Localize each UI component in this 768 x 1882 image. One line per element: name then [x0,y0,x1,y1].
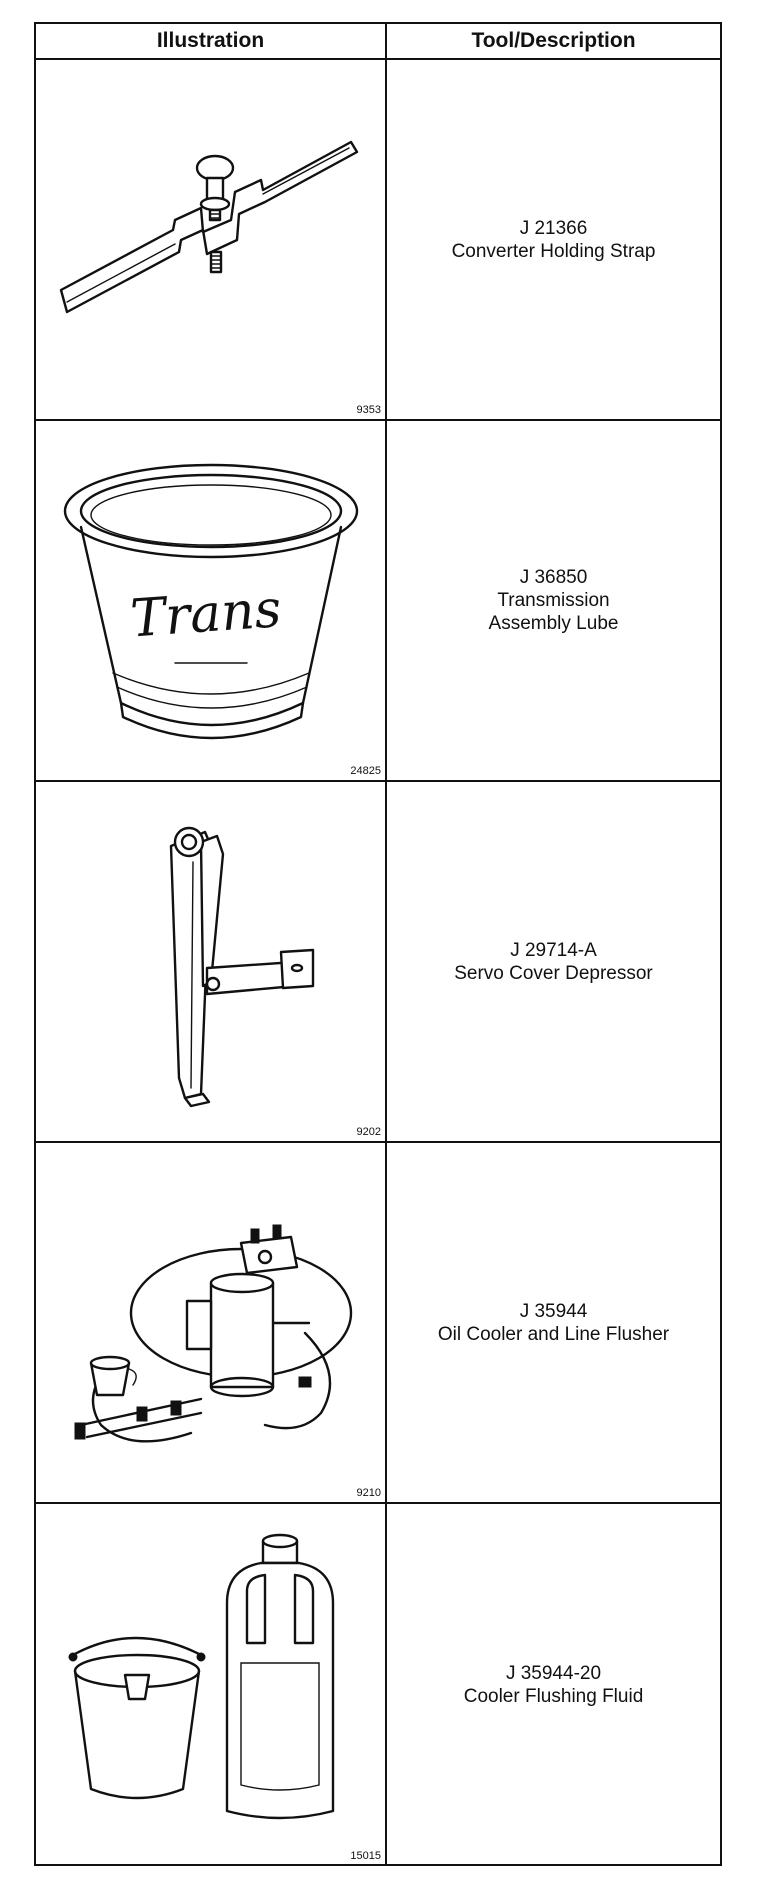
illustration-cell: 9353 [36,60,387,419]
table-row: 15015 J 35944-20 Cooler Flushing Fluid [36,1504,720,1865]
tool-description: Oil Cooler and Line Flusher [437,1323,670,1345]
table-row: 9353 J 21366 Converter Holding Strap [36,60,720,421]
illustration-cell: 9202 [36,782,387,1141]
tool-description-cell: J 35944 Oil Cooler and Line Flusher [387,1143,720,1502]
tool-description: Servo Cover Depressor [454,962,653,984]
tool-description: Cooler Flushing Fluid [463,1685,644,1707]
assembly-lube-tub-illustration: Trans [63,463,358,739]
tool-part-number: J 29714-A [510,939,597,961]
servo-cover-depressor-illustration [169,826,314,1107]
oil-cooler-line-flusher-illustration [74,1224,352,1443]
figure-reference-number: 15015 [350,1850,381,1862]
table-row: Trans 24825 J 36850 Transmission Assembl… [36,421,720,782]
illustration-column-header: Illustration [36,24,387,58]
illustration-cell: 9210 [36,1143,387,1502]
tool-description-line-2: Assembly Lube [488,613,619,634]
tool-part-number: J 35944-20 [505,1662,602,1684]
tool-description-cell: J 21366 Converter Holding Strap [387,60,720,419]
tool-description: Converter Holding Strap [451,240,656,262]
tool-description-column-header: Tool/Description [471,29,636,52]
tub-label-text: Trans [128,579,283,649]
converter-holding-strap-illustration [59,140,358,313]
tool-description-cell: J 36850 Transmission Assembly Lube [387,421,720,780]
illustration-cell: Trans 24825 [36,421,387,780]
table-row: 9210 J 35944 Oil Cooler and Line Flusher [36,1143,720,1504]
cooler-flushing-fluid-illustration [68,1533,334,1819]
figure-reference-number: 9202 [356,1126,381,1138]
tool-description-line-1: Transmission [497,590,610,611]
tool-part-number: J 35944 [519,1300,588,1322]
figure-reference-number: 24825 [350,765,381,777]
tool-part-number: J 21366 [519,217,588,239]
table-row: 9202 J 29714-A Servo Cover Depressor [36,782,720,1143]
figure-reference-number: 9210 [356,1487,381,1499]
figure-reference-number: 9353 [356,404,381,416]
tool-description-cell: J 35944-20 Cooler Flushing Fluid [387,1504,720,1865]
tool-description-cell: J 29714-A Servo Cover Depressor [387,782,720,1141]
tool-part-number: J 36850 [519,567,588,588]
table-header: Illustration Tool/Description [36,24,720,60]
illustration-cell: 15015 [36,1504,387,1865]
special-tools-table: Illustration Tool/Description 9353 J 213… [34,22,722,1866]
